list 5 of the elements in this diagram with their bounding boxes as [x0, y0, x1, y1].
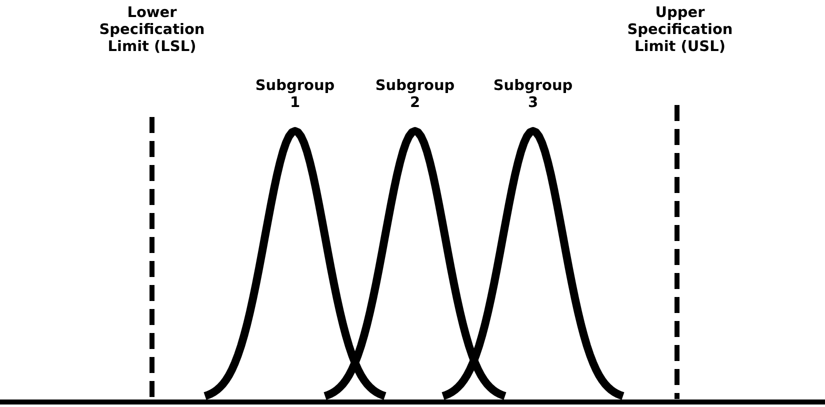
subgroup-label: Subgroup 1 [254, 78, 336, 112]
limit-label: Upper Specification Limit (USL) [626, 5, 734, 56]
subgroup-label: Subgroup 3 [492, 78, 574, 112]
limit-label: Lower Specification Limit (LSL) [98, 5, 206, 56]
subgroup-label: Subgroup 2 [374, 78, 456, 112]
